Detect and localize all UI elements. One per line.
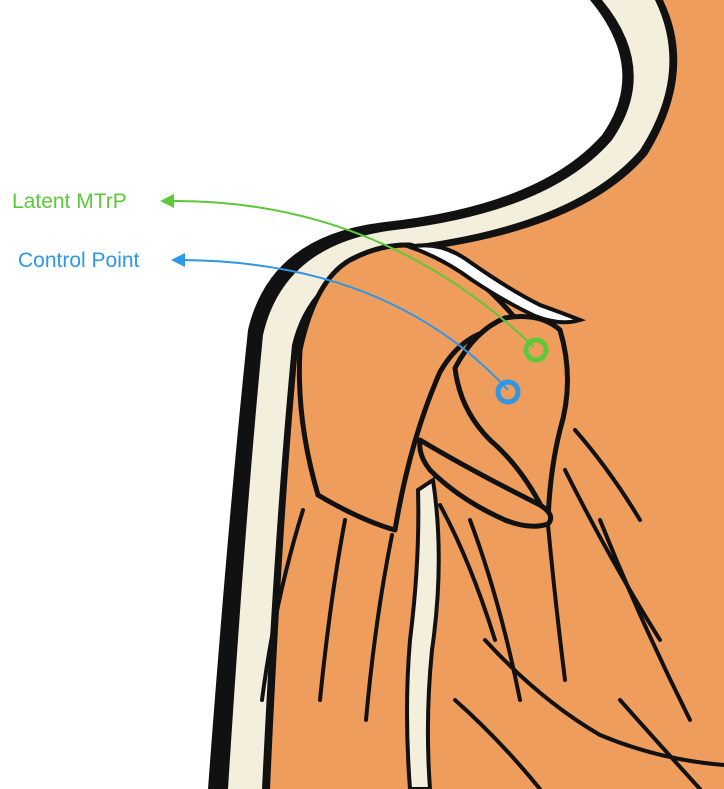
control-point-label: Control Point [18, 249, 140, 272]
latent-mtrp-label: Latent MTrP [12, 190, 127, 213]
latent-arrowhead [160, 194, 174, 208]
control-arrowhead [171, 253, 185, 267]
